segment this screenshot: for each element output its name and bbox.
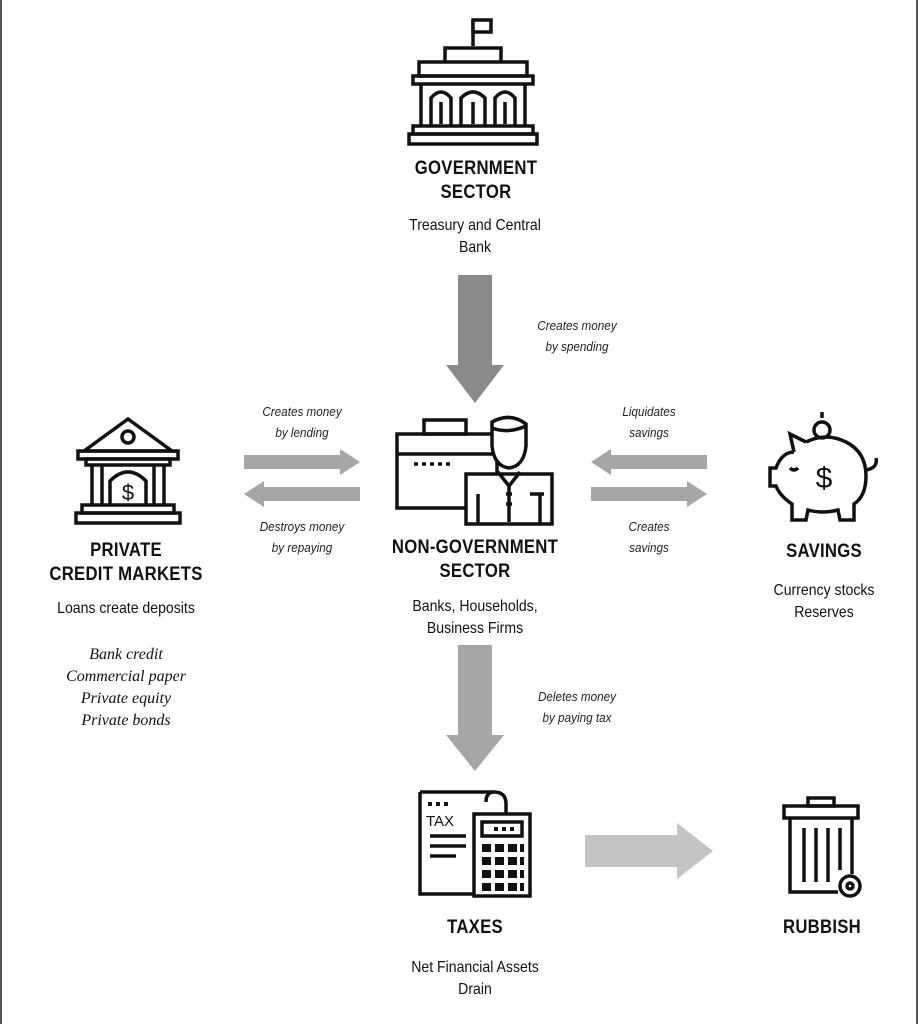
tax-calculator-icon: TAX: [418, 790, 532, 898]
label-liquidates-savings: Liquidates savings: [622, 404, 676, 440]
rubbish-title: RUBBISH: [782, 917, 862, 938]
savings-subtitle: Currency stocks Reserves: [773, 582, 875, 621]
briefcase-person-icon: [395, 415, 554, 526]
arrow-savings-to-nongov: [591, 449, 707, 475]
nongov-title: NON-GOVERNMENT SECTOR: [391, 537, 559, 582]
government-building-icon: [407, 18, 539, 146]
private-credit-subtitle: Loans create deposits: [57, 600, 195, 617]
arrow-nongov-to-savings: [591, 481, 707, 507]
trash-bin-icon: [782, 796, 862, 898]
label-creates-savings: Creates savings: [628, 519, 670, 555]
list-item: Bank credit: [89, 646, 163, 663]
label-creates-money-spending: Creates money by spending: [537, 318, 617, 354]
list-item: Private bonds: [81, 712, 171, 729]
svg-text:$: $: [816, 462, 833, 495]
bank-dollar-icon: $: [74, 416, 182, 525]
government-title: GOVERNMENT SECTOR: [414, 158, 538, 203]
label-creates-money-lending: Creates money by lending: [262, 404, 342, 440]
label-destroys-money-repaying: Destroys money by repaying: [259, 519, 345, 555]
nongov-subtitle: Banks, Households, Business Firms: [412, 598, 538, 637]
arrow-credit-to-nongov: [244, 449, 360, 475]
arrow-nongov-to-taxes: [446, 645, 504, 771]
private-credit-items: Bank credit Commercial paper Private equ…: [36, 644, 216, 732]
taxes-subtitle: Net Financial Assets Drain: [411, 959, 539, 998]
list-item: Commercial paper: [66, 668, 186, 685]
private-credit-title: PRIVATE CREDIT MARKETS: [49, 540, 203, 585]
arrow-nongov-to-credit: [244, 481, 360, 507]
list-item: Private equity: [80, 690, 172, 707]
government-subtitle: Treasury and Central Bank: [409, 217, 541, 256]
label-deletes-money-tax: Deletes money by paying tax: [537, 689, 617, 725]
taxes-title: TAXES: [447, 917, 503, 938]
arrow-taxes-to-rubbish: [585, 823, 713, 879]
svg-text:$: $: [122, 480, 134, 505]
tax-label: TAX: [426, 813, 454, 830]
arrow-gov-to-nongov: [446, 275, 504, 403]
piggy-bank-icon: $: [768, 412, 879, 522]
savings-title: SAVINGS: [786, 541, 862, 562]
